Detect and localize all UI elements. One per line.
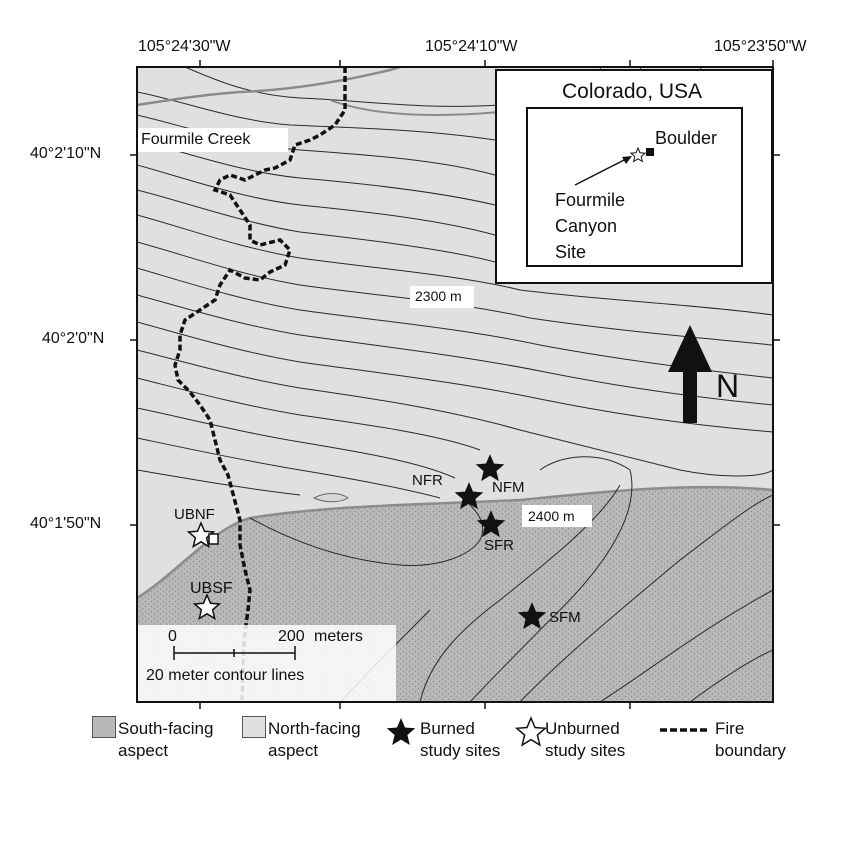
scale-zero: 0 <box>168 628 177 645</box>
contour-2300-label-bg <box>410 286 474 308</box>
site-label-ubnf: UBNF <box>174 506 215 523</box>
contour-2400-label: 2400 m <box>528 508 575 524</box>
star-sfm <box>517 602 547 630</box>
star-sfr <box>476 510 506 538</box>
legend-south: South-facing aspect <box>118 718 213 762</box>
legend-burned-star <box>386 718 416 745</box>
legend-unburned-line1: Unburned <box>545 719 620 738</box>
inset-frame <box>495 69 773 284</box>
site-label-nfm: NFM <box>492 479 525 496</box>
scale-bar <box>173 646 296 660</box>
legend-unburned-star <box>514 716 548 747</box>
creek-label-bg <box>138 128 288 152</box>
study-sites <box>186 454 547 630</box>
legend-burned: Burned study sites <box>420 718 500 762</box>
fire-boundary <box>173 67 347 701</box>
lon-label-1: 105°24'30"W <box>138 38 231 55</box>
legend-south-swatch <box>92 716 116 738</box>
north-arrow <box>668 325 712 423</box>
site-label-ubsf: UBSF <box>190 580 233 597</box>
legend-unburned-line2: study sites <box>545 741 626 760</box>
legend-burned-line1: Burned <box>420 719 475 738</box>
inset-boulder-label: Boulder <box>655 128 718 148</box>
contour-2300-label: 2300 m <box>415 288 462 304</box>
creek-line <box>137 67 401 107</box>
creek-label: Fourmile Creek <box>141 131 251 148</box>
inset-title: Colorado, USA <box>562 80 703 103</box>
legend-south-line2: aspect <box>118 741 169 760</box>
legend-unburned: Unburned study sites <box>545 718 625 762</box>
star-ubnf <box>186 521 216 549</box>
site-label-sfm: SFM <box>549 609 581 626</box>
inset-pointer-head <box>622 156 632 164</box>
legend-fire: Fire boundary <box>715 718 786 762</box>
star-nfr <box>454 482 484 510</box>
legend-burned-line2: study sites <box>420 741 501 760</box>
lat-label-3: 40°1'50"N <box>30 515 102 532</box>
legend-north-swatch <box>242 716 266 738</box>
legend-south-line1: South-facing <box>118 719 214 738</box>
star-ubsf <box>192 593 222 621</box>
legend-fire-line2: boundary <box>715 741 786 760</box>
inset-site-star <box>629 146 647 163</box>
scale-unit: meters <box>314 628 363 645</box>
site-label-nfr: NFR <box>412 472 443 489</box>
lat-label-2: 40°2'0"N <box>42 330 105 347</box>
scale-bar-bg <box>138 625 396 701</box>
inset-site-label-1: Fourmile <box>555 190 626 210</box>
lat-label-1: 40°2'10"N <box>30 145 102 162</box>
inset-site-label-2: Canyon <box>555 216 618 236</box>
inset-site-label-3: Site <box>555 242 587 262</box>
legend-fire-line1: Fire <box>715 719 745 738</box>
lon-label-2: 105°24'10"W <box>425 38 518 55</box>
contour-2400-label-bg <box>522 505 592 527</box>
north-label: N <box>716 368 740 404</box>
inset-pointer <box>574 156 631 186</box>
scale-distance: 200 <box>278 628 305 645</box>
scale-note: 20 meter contour lines <box>146 667 305 684</box>
legend-north-line1: North-facing <box>268 719 361 738</box>
legend-north-line2: aspect <box>268 741 319 760</box>
inset-boulder-square <box>646 148 654 156</box>
star-nfm <box>475 454 505 482</box>
map-frame <box>136 66 774 703</box>
ubnf-square <box>208 533 219 545</box>
site-label-sfr: SFR <box>484 537 514 554</box>
lon-label-3: 105°23'50"W <box>714 38 807 55</box>
frame-ticks <box>130 60 780 709</box>
inset-state-outline <box>526 107 743 267</box>
pond <box>312 493 349 503</box>
legend-north: North-facing aspect <box>268 718 361 762</box>
